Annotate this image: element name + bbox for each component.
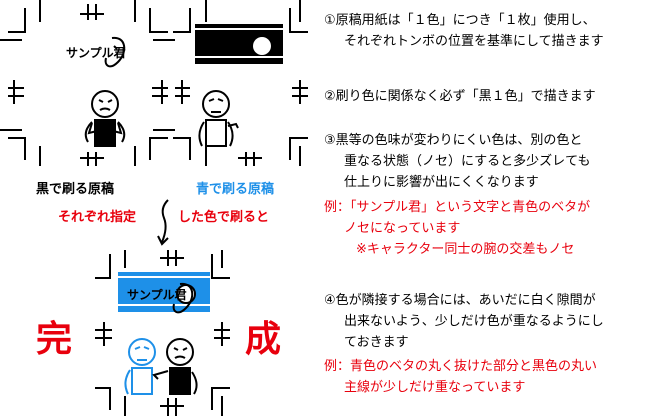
example-2-line-1: 例：青色のベタの丸く抜けた部分と黒色の丸い [324, 359, 598, 374]
note-1-line-1: ①原稿用紙は「１色」につき「１枚」使用し、 [324, 13, 596, 28]
note-2-line-1: ②刷り色に関係なく必ず「黒１色」で描きます [324, 89, 596, 104]
note-4-line-1: ④色が隣接する場合には、あいだに白く隙間が [324, 293, 596, 308]
complete-char-2: 成 [245, 318, 282, 360]
blue-plate-registration-marks [173, 0, 308, 166]
result-registration-marks [95, 250, 230, 416]
result-logo-swirl [172, 282, 196, 314]
result-sample-logo-text: サンプル君 [127, 288, 187, 302]
note-4-line-2: 出来ないよう、少しだけ色が重なるようにし [344, 314, 604, 329]
note-3-line-3: 仕上りに影響が出にくくなります [344, 175, 539, 190]
blue-solid-area-original [195, 24, 283, 64]
example-1-line-1: 例：「サンプル君」という文字と青色のベタが [324, 200, 591, 215]
sample-logo-text: サンプル君 [66, 46, 126, 60]
note-4-line-3: ておきます [344, 335, 409, 350]
result-blue-character [124, 338, 156, 395]
blue-plate-caption: 青で刷る原稿 [196, 182, 275, 197]
example-2-line-2: 主線が少しだけ重なっています [344, 380, 526, 395]
black-character [84, 90, 126, 147]
note-1-line-2: それぞれトンボの位置を基準にして描きます [344, 34, 604, 49]
example-1-line-2: ノセになっています [344, 221, 461, 236]
blue-character-original [198, 90, 239, 147]
sample-logo-swirl [104, 36, 126, 68]
black-plate-registration-marks [0, 0, 175, 166]
black-plate-caption: 黒で刷る原稿 [36, 182, 115, 197]
down-arrow-icon [157, 199, 169, 246]
instruction-left: それぞれ指定 [58, 210, 137, 225]
result-black-character [152, 338, 198, 395]
example-1-line-3: ※キャラクター同士の腕の交差もノセ [356, 242, 575, 257]
instruction-right: した色で刷ると [178, 210, 270, 225]
complete-char-1: 完 [36, 318, 73, 360]
note-3-line-1: ③黒等の色味が変わりにくい色は、別の色と [324, 133, 583, 148]
note-3-line-2: 重なる状態（ノセ）にすると多少ズレても [344, 154, 591, 169]
